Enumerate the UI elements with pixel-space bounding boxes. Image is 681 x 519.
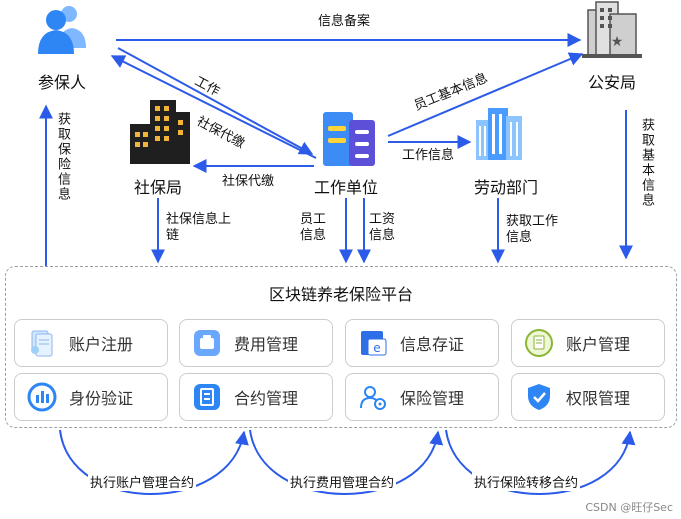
contract-transfer: 执行保险转移合约 (472, 472, 581, 491)
platform-title: 区块链养老保险平台 (268, 285, 413, 304)
blockchain-platform: 区块链养老保险平台 账户注册 费用管理 e 信息存证 账户管理 (5, 266, 677, 428)
module-fee-management[interactable]: 费用管理 (179, 319, 333, 367)
arrow-employee-info-to-police (387, 52, 584, 137)
edge-get-insurance-info: 获取保险信息 (55, 112, 70, 202)
social-security-building-icon (130, 100, 190, 164)
module-info-evidence[interactable]: e 信息存证 (345, 319, 499, 367)
module-account-management[interactable]: 账户管理 (511, 319, 665, 367)
module-label: 账户注册 (69, 335, 134, 354)
module-label: 权限管理 (566, 389, 631, 408)
arrow-work-to-employer (117, 47, 314, 155)
edge-ss-payment-2: 社保代缴 (222, 174, 275, 189)
loop-transfer-contract (445, 429, 636, 495)
account-icon (525, 329, 553, 357)
contract-account: 执行账户管理合约 (88, 472, 197, 491)
shield-icon (528, 384, 550, 410)
edge-ss-info-chain: 社保信息上链 (166, 212, 232, 243)
employer-building-icon (323, 112, 375, 166)
module-permission-management[interactable]: 权限管理 (511, 373, 665, 421)
loop-fee-contract (249, 429, 444, 495)
node-social-security: 社保局 (134, 178, 183, 197)
node-insured: 参保人 (38, 73, 87, 92)
person-icon (38, 6, 86, 54)
svg-text:★: ★ (611, 34, 624, 50)
edge-work-info: 工作信息 (402, 148, 455, 163)
module-account-register[interactable]: 账户注册 (14, 319, 168, 367)
contract-fee: 执行费用管理合约 (288, 472, 397, 491)
loop-account-contract (59, 429, 249, 495)
arrow-ss-payment-to-insured (110, 55, 317, 159)
labor-building-icon (476, 108, 522, 160)
contract-icon (194, 384, 220, 410)
edge-get-basic-info: 获取基本信息 (639, 118, 654, 208)
police-building-icon: ★ (582, 1, 642, 58)
module-label: 身份验证 (69, 389, 134, 408)
node-labor: 劳动部门 (474, 178, 539, 197)
evidence-icon: e (361, 331, 387, 356)
edge-get-work-info: 获取工作信息 (506, 214, 559, 245)
module-label: 合约管理 (234, 389, 299, 408)
node-police: 公安局 (588, 73, 637, 92)
insurance-user-icon (360, 386, 386, 410)
register-icon (31, 330, 53, 357)
module-label: 账户管理 (566, 335, 631, 354)
wallet-icon (194, 330, 220, 356)
module-label: 保险管理 (400, 389, 465, 408)
svg-text:e: e (373, 341, 380, 355)
module-label: 信息存证 (400, 335, 465, 354)
watermark: CSDN @旺仔Sec (585, 501, 673, 514)
node-employer: 工作单位 (314, 178, 379, 197)
edge-info-filing: 信息备案 (318, 14, 371, 29)
edge-salary-info: 工资信息 (369, 212, 396, 243)
module-insurance-management[interactable]: 保险管理 (345, 373, 499, 421)
module-contract-management[interactable]: 合约管理 (179, 373, 333, 421)
module-identity-verification[interactable]: 身份验证 (14, 373, 168, 421)
module-label: 费用管理 (234, 335, 299, 354)
chart-icon (27, 382, 57, 412)
edge-employee-info: 员工信息 (300, 212, 327, 243)
